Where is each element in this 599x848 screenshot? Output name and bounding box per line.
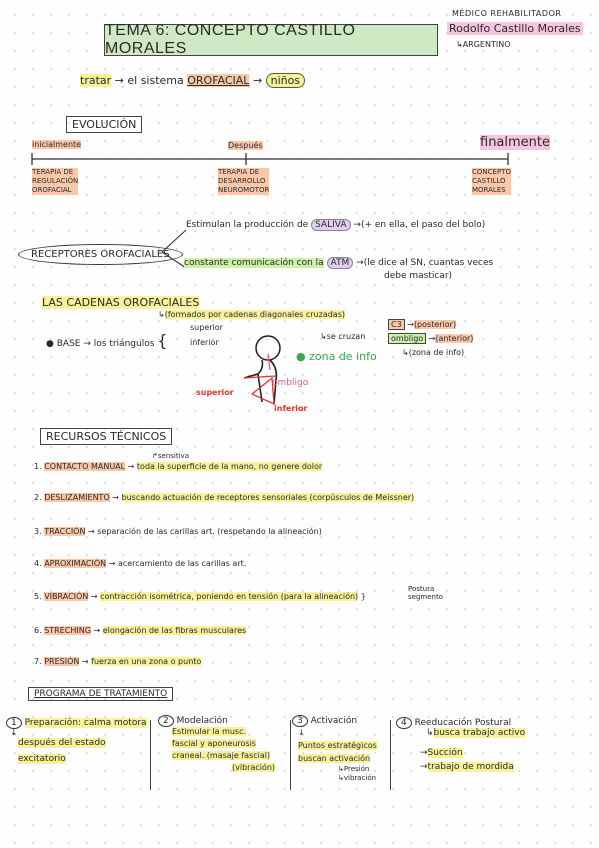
programa-step-2: 2 Modelación Estimular la musc. fascial … [158, 715, 276, 774]
programa-heading: PROGRAMA DE TRATAMIENTO [28, 687, 174, 701]
arrow-icon: ↱ [152, 452, 158, 460]
divider [290, 720, 291, 790]
arrow-icon: → [420, 748, 428, 758]
branch-arrows [161, 229, 187, 269]
stage-1: TERAPIA DE REGULACIÓN OROFACIAL [32, 168, 79, 195]
arrow-icon: ↳ [338, 774, 344, 782]
arrow-icon: → [112, 493, 119, 502]
arrow-icon: → [127, 462, 135, 471]
recursos-sensitiva: ↱sensitiva [152, 452, 189, 460]
divider [390, 720, 391, 790]
evolucion-heading: EVOLUCIÓN [66, 116, 143, 133]
header-role: MÉDICO REHABILITADOR [452, 9, 562, 18]
intro-ninos: niños [265, 73, 306, 88]
brace-icon: } [360, 592, 366, 601]
header-country: ↳ARGENTINO [456, 40, 511, 49]
body-figure [243, 335, 281, 406]
arrow-icon: ↓ [10, 728, 18, 738]
cadenas-heading: LAS CADENAS OROFACIALES [42, 296, 200, 309]
receptores-line3: debe masticar) [384, 271, 453, 281]
recurso-2: 2. DESLIZAMIENTO → buscando actuación de… [34, 493, 415, 502]
receptores-line1: Estimulan la producción de SALIVA →(+ en… [186, 219, 486, 231]
fig-ombligo: ombligo [272, 378, 309, 388]
tri-superior: superior [190, 323, 223, 332]
saliva-tag: SALIVA [311, 219, 351, 231]
arrow-icon: ↳ [402, 348, 409, 357]
arrow-icon: → [90, 592, 98, 601]
brace-icon: { [157, 331, 168, 350]
stage-3: CONCEPTO CASTILLO MORALES [472, 168, 511, 195]
evolucion-label-final: finalmente [480, 135, 551, 150]
programa-step-4: 4 Reeducación Postural ↳busca trabajo ac… [396, 717, 526, 772]
recurso-3: 3. TRACCIÓN → separación de las carillas… [34, 527, 322, 536]
atm-tag: ATM [326, 257, 354, 269]
bullet-icon: ● [46, 339, 54, 349]
arrow-icon: → [81, 657, 89, 666]
page-title: TEMA 6: CONCEPTO CASTILLO MORALES [104, 22, 438, 57]
stage-2: TERAPIA DE DESARROLLO NEUROMOTOR [218, 168, 270, 195]
arrow-icon: ↳ [338, 765, 344, 773]
bullet-icon: ● [296, 350, 306, 363]
programa-step-1: 1 Preparación: calma motora ↓ después de… [6, 717, 147, 764]
arrow-icon: → [83, 339, 91, 349]
header-name: Rodolfo Castillo Morales [447, 22, 583, 35]
step-number: 2 [158, 715, 174, 727]
recurso-4: 4. APROXIMACIÓN → acercamiento de las ca… [34, 559, 247, 568]
evolucion-label-after: Después [228, 141, 263, 150]
receptores-label: RECEPTORES OROFACIALES [18, 244, 183, 265]
zona-info-note: ↳(zona de info) [402, 348, 465, 357]
evolucion-label-initial: inicialmente [32, 140, 82, 149]
fig-inferior: inferior [274, 404, 308, 413]
arrow-icon: ↳ [320, 332, 327, 341]
recurso-1: 1. CONTACTO MANUAL → toda la superficie … [34, 462, 323, 471]
recurso-5-extra: Postura segmento [408, 585, 443, 601]
step-number: 3 [292, 715, 308, 727]
divider [150, 720, 151, 790]
intro-sistema: el sistema [127, 74, 184, 87]
cruce-ombligo: ombligo →(anterior) [388, 333, 474, 344]
recurso-7: 7. PRESIÓN → fuerza en una zona o punto [34, 657, 202, 666]
intro-line: tratar → el sistema OROFACIAL → niños [80, 73, 306, 88]
fig-superior: superior [196, 388, 234, 397]
zona-info-label: ● zona de info [296, 350, 377, 363]
cadenas-base: ● BASE → los triángulos { [46, 331, 168, 350]
arrow-icon: ↳ [158, 310, 165, 319]
recurso-5: 5. VIBRACIÓN → contracción isométrica, p… [34, 592, 366, 601]
se-cruzan: ↳se cruzan [320, 332, 366, 341]
arrow-icon: → [93, 626, 101, 635]
arrow-icon: → [420, 762, 428, 772]
arrow-icon: → [353, 220, 361, 230]
cruce-c3: C3 →(posterior) [388, 319, 457, 330]
arrow-icon: → [356, 258, 364, 268]
arrow-icon: ↓ [298, 728, 305, 737]
tri-inferior: inferior [190, 338, 219, 347]
arrow-icon: ↳ [456, 40, 463, 49]
arrow-icon: → [407, 320, 414, 329]
arrow-icon: → [108, 559, 116, 568]
intro-tratar: tratar [80, 74, 112, 87]
arrow-icon: ↳ [426, 728, 434, 738]
step-number: 1 [6, 717, 22, 729]
arrow-icon: → [428, 334, 436, 343]
recursos-heading: RECURSOS TÉCNICOS [40, 428, 173, 445]
receptores-line2: constante comunicación con la ATM →(le d… [184, 257, 494, 269]
timeline [31, 153, 509, 165]
intro-orofacial: OROFACIAL [187, 74, 250, 87]
arrow-icon: → [88, 527, 95, 536]
step-number: 4 [396, 717, 412, 729]
arrow-icon: → [114, 74, 124, 87]
programa-step-3: 3 Activación ↓ Puntos estratégicos busca… [292, 715, 377, 783]
cadenas-formados: ↳(formados por cadenas diagonales cruzad… [158, 310, 345, 319]
recurso-6: 6. STRECHING → elongación de las fibras … [34, 626, 247, 635]
arrow-icon: → [252, 74, 263, 87]
